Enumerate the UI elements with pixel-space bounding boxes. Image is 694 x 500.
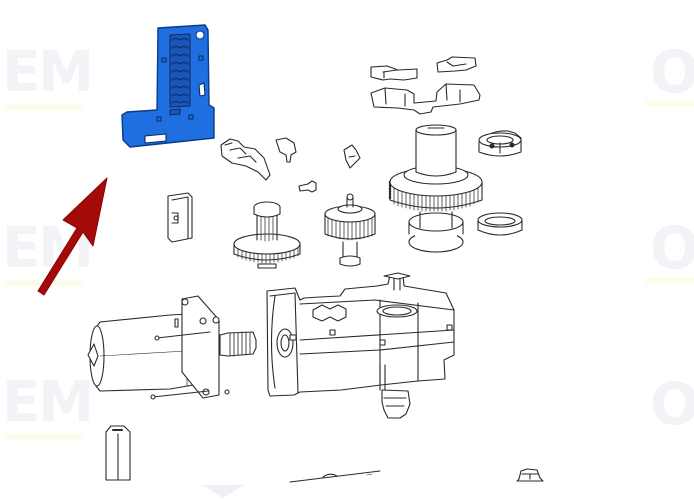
- scroll-down-indicator[interactable]: [202, 485, 244, 498]
- part-base-plate: [289, 470, 381, 483]
- watermark-o-3: O: [650, 370, 694, 438]
- part-switch-clips: [220, 137, 361, 193]
- watermark-em-3: EM: [2, 370, 94, 435]
- pointer-arrow: [37, 177, 108, 296]
- watermark-bar: [4, 434, 84, 440]
- watermark-o-2: O: [650, 214, 694, 282]
- part-bearing-ring: [477, 212, 523, 236]
- watermark-bar: [4, 104, 84, 110]
- part-collar-ring: [478, 130, 522, 157]
- watermark-bar: [646, 100, 694, 106]
- highlighted-bracket[interactable]: [121, 24, 215, 148]
- watermark-o-1: O: [650, 38, 694, 106]
- part-block: [167, 192, 193, 243]
- part-output-shaft-gear: [388, 124, 483, 253]
- part-cap: [516, 468, 544, 482]
- part-microswitches: [370, 56, 481, 115]
- watermark-em-1: EM: [2, 40, 94, 105]
- part-pinion-gear-1: [233, 201, 301, 269]
- part-motor: [87, 295, 257, 400]
- part-post: [105, 425, 131, 481]
- watermark-bar: [646, 278, 694, 284]
- part-gearbox: [266, 272, 455, 419]
- part-pinion-gear-2: [324, 193, 376, 267]
